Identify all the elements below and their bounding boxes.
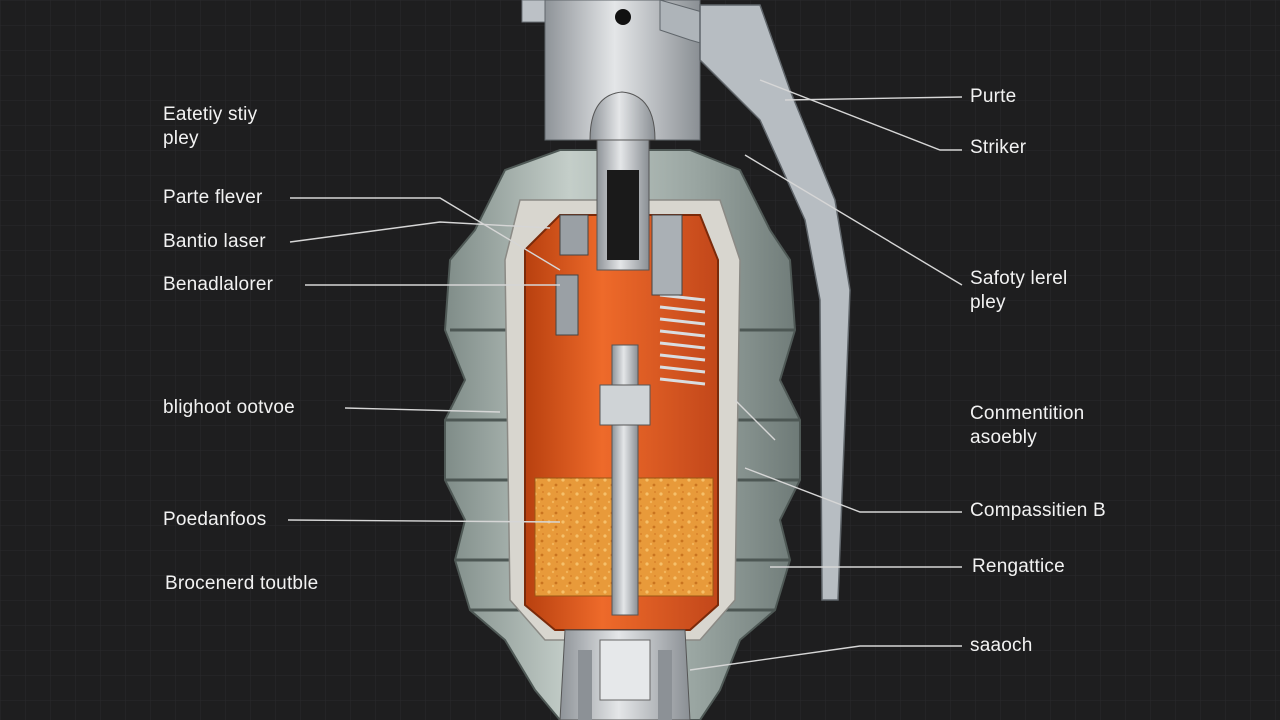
label-line: Safoty lerel <box>970 268 1068 289</box>
leader-lines <box>287 79 963 671</box>
leader-blighoot-ootvoe <box>344 407 501 413</box>
label-brocenerd-toutble: Brocenerd toutble <box>165 573 319 594</box>
label-line: pley <box>163 128 199 149</box>
fuze-head <box>521 0 761 141</box>
label-saaoch: saaoch <box>970 635 1033 656</box>
label-parte-flever: Parte flever <box>163 187 263 208</box>
label-bantio-laser: Bantio laser <box>163 231 266 252</box>
label-benadlalorer: Benadlalorer <box>163 274 274 295</box>
leader-purte <box>784 96 963 101</box>
label-purte: Purte <box>970 86 1017 107</box>
label-safoty-lerel: Safoty lerel pley <box>970 267 1067 315</box>
safety-lever <box>699 4 851 601</box>
striker-spring <box>651 214 706 386</box>
label-conmention-asoebly: Conmentition asoebly <box>970 402 1084 450</box>
leader-conmention-asoebly <box>734 399 776 441</box>
label-line: pley <box>970 292 1006 313</box>
label-blighoot-ootvoe: blighoot ootvoe <box>163 397 295 418</box>
leader-saaoch <box>689 645 962 671</box>
label-rengattice: Rengattice <box>972 556 1065 577</box>
leader-safoty-lerel <box>744 154 963 286</box>
leader-striker <box>759 79 962 151</box>
label-line: Eatetiy stiy <box>163 104 258 125</box>
label-compassition-b: Compassitien B <box>970 500 1106 521</box>
base-plug <box>559 629 691 720</box>
label-striker: Striker <box>970 137 1027 158</box>
label-safety-stay: Eatetiy stiy pley <box>163 103 257 151</box>
label-line: asoebly <box>970 427 1037 448</box>
leader-compassition-b <box>744 467 962 513</box>
leader-parte-flever <box>290 197 561 271</box>
leader-poedanfoos <box>287 519 561 523</box>
striker-assembly <box>555 91 656 616</box>
label-poedanfoos: Poedanfoos <box>163 509 267 530</box>
label-line: Conmentition <box>970 403 1085 424</box>
leader-bantio-laser <box>289 221 551 243</box>
